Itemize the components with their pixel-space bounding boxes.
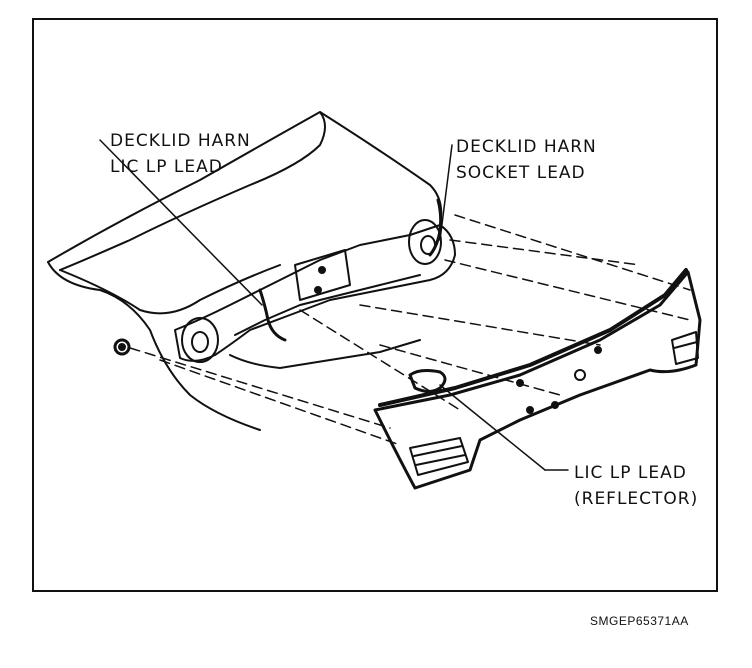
- callout-decklid-harn-socket: DECKLID HARN SOCKET LEAD: [456, 134, 597, 186]
- left-lamp-pocket: [181, 317, 219, 363]
- leader-reflector: [439, 384, 546, 471]
- left-lamp-socket: [191, 331, 209, 353]
- reflector-right-lens: [671, 331, 699, 365]
- callout-decklid-harn-lic-lp: DECKLID HARN LIC LP LEAD: [110, 128, 251, 180]
- wiring-harness-left: [258, 288, 287, 342]
- inner-panel: [234, 274, 421, 336]
- callout-line: SOCKET LEAD: [456, 163, 586, 183]
- trunk-opening: [174, 224, 456, 362]
- decklid-lower-lip: [59, 264, 281, 315]
- callout-lic-lp-lead-reflector: LIC LP LEAD (REFLECTOR): [574, 460, 698, 512]
- leader-lic-lp: [99, 139, 263, 306]
- wiring-harness-right: [428, 198, 443, 257]
- decklid-outline: [47, 111, 326, 271]
- inner-panel-lower: [229, 339, 421, 369]
- callout-line: LIC LP LEAD: [574, 463, 687, 483]
- decklid-top-edge: [319, 111, 443, 226]
- leader-socket: [439, 144, 453, 241]
- figure-frame: [32, 18, 718, 592]
- reflector-panel: [373, 270, 702, 490]
- body-left-side: [47, 261, 261, 431]
- callout-line: DECKLID HARN: [110, 131, 251, 151]
- license-lamp-connector: [408, 369, 447, 393]
- reflector-left-lens: [409, 437, 469, 476]
- license-plate-area: [294, 249, 351, 301]
- callout-line: LIC LP LEAD: [110, 157, 223, 177]
- grommet: [113, 338, 131, 356]
- callout-line: (REFLECTOR): [574, 489, 699, 509]
- right-lamp-pocket: [408, 219, 442, 265]
- reflector-top-edge: [378, 268, 688, 407]
- reference-code: SMGEP65371AA: [590, 614, 689, 628]
- callout-line: DECKLID HARN: [456, 137, 597, 157]
